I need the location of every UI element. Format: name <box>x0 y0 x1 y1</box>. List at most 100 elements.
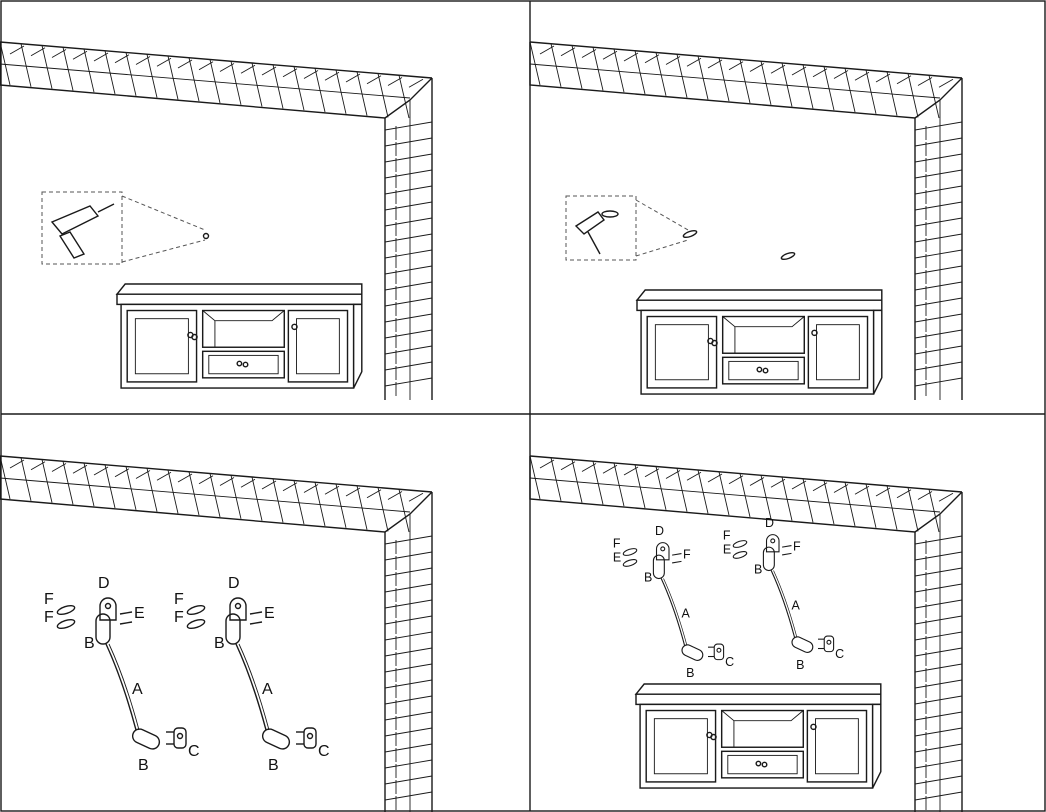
brick-course <box>915 648 962 656</box>
cabinet-side <box>354 304 362 388</box>
part-label: A <box>132 681 143 698</box>
part-label: F <box>613 536 621 550</box>
brick-course <box>385 314 432 322</box>
brick-course <box>915 632 962 640</box>
brick-line <box>939 79 953 87</box>
brick-line <box>42 460 52 503</box>
brick-line <box>84 49 94 92</box>
brick-course <box>915 330 962 338</box>
anti-tip-strap-assembly: FDEFBABC <box>613 524 734 680</box>
brick-course <box>385 234 432 242</box>
brick-course <box>915 552 962 560</box>
brick-course <box>385 298 432 306</box>
brick-line <box>929 489 939 532</box>
brick-course <box>385 712 432 720</box>
panel-step-1 <box>0 42 432 400</box>
brick-course <box>385 186 432 194</box>
brick-course <box>385 600 432 608</box>
brick-course <box>385 138 432 146</box>
brick-line <box>551 44 561 87</box>
brick-course <box>385 696 432 704</box>
wall-anchor-icon <box>683 229 698 238</box>
brick-course <box>385 568 432 576</box>
carabiner-b <box>790 635 814 654</box>
brick-wall <box>0 456 432 812</box>
brick-course <box>385 792 432 800</box>
brick-line <box>409 79 423 87</box>
brick-course <box>385 632 432 640</box>
part-label: F <box>683 547 691 561</box>
screw-e <box>250 612 262 614</box>
cabinet-top <box>117 294 362 304</box>
part-label: F <box>44 609 54 626</box>
brick-line <box>614 49 624 92</box>
part-label: B <box>686 666 694 680</box>
part-label: B <box>214 635 225 652</box>
brick-course <box>915 362 962 370</box>
cabinet-top <box>636 694 881 704</box>
callout-line <box>122 196 205 230</box>
callout-line <box>636 200 688 230</box>
wall-anchor-icon <box>781 251 796 260</box>
brick-course <box>915 298 962 306</box>
part-label: E <box>613 550 621 564</box>
brick-course <box>915 266 962 274</box>
carabiner-b <box>680 643 704 662</box>
carabiner-b <box>130 727 161 752</box>
cabinet-top <box>637 300 882 310</box>
brick-course <box>915 712 962 720</box>
brick-course <box>915 314 962 322</box>
part-label: A <box>791 599 800 613</box>
brick-course <box>385 776 432 784</box>
part-label: B <box>138 757 149 774</box>
brick-course <box>385 744 432 752</box>
part-label: A <box>681 607 690 621</box>
panel-step-3: FDFEBABCFDFEBABC <box>0 456 432 812</box>
brick-course <box>385 266 432 274</box>
part-label: F <box>174 609 184 626</box>
brick-course <box>915 760 962 768</box>
brick-course <box>385 362 432 370</box>
brick-course <box>915 568 962 576</box>
part-label: D <box>228 575 240 592</box>
panel-step-2 <box>530 42 962 400</box>
brick-course <box>385 584 432 592</box>
hammer-handle <box>588 232 600 254</box>
hammer-callout <box>566 196 795 261</box>
brick-line <box>409 493 423 501</box>
wall-anchor-f <box>56 604 75 616</box>
brick-line <box>399 489 409 532</box>
panel-step-4: FDEFBABCFDEFBABC <box>530 456 962 812</box>
brick-course <box>915 186 962 194</box>
brick-course <box>385 680 432 688</box>
brick-line <box>105 465 115 508</box>
wall-top-outer-edge <box>530 42 962 78</box>
carabiner-b <box>260 727 291 752</box>
brick-course <box>915 282 962 290</box>
brick-line <box>939 493 953 501</box>
brick-line <box>551 458 561 501</box>
cabinet-body <box>121 304 354 388</box>
tv-console-cabinet <box>636 684 881 788</box>
brick-line <box>572 46 582 89</box>
brick-course <box>915 600 962 608</box>
callout-frame <box>566 196 636 260</box>
tv-console-cabinet <box>637 290 882 394</box>
brick-course <box>385 218 432 226</box>
brick-line <box>105 51 115 94</box>
brick-line <box>84 463 94 506</box>
screw-e <box>120 612 132 614</box>
brick-course <box>385 760 432 768</box>
part-label: F <box>174 591 184 608</box>
brick-course <box>915 696 962 704</box>
brick-line <box>614 463 624 506</box>
drill-bit <box>98 204 114 212</box>
drill-hole <box>204 234 209 239</box>
brick-line <box>63 461 73 504</box>
screw-e <box>782 553 791 555</box>
part-label: D <box>98 575 110 592</box>
part-label: C <box>188 743 200 760</box>
part-label: C <box>835 647 844 661</box>
